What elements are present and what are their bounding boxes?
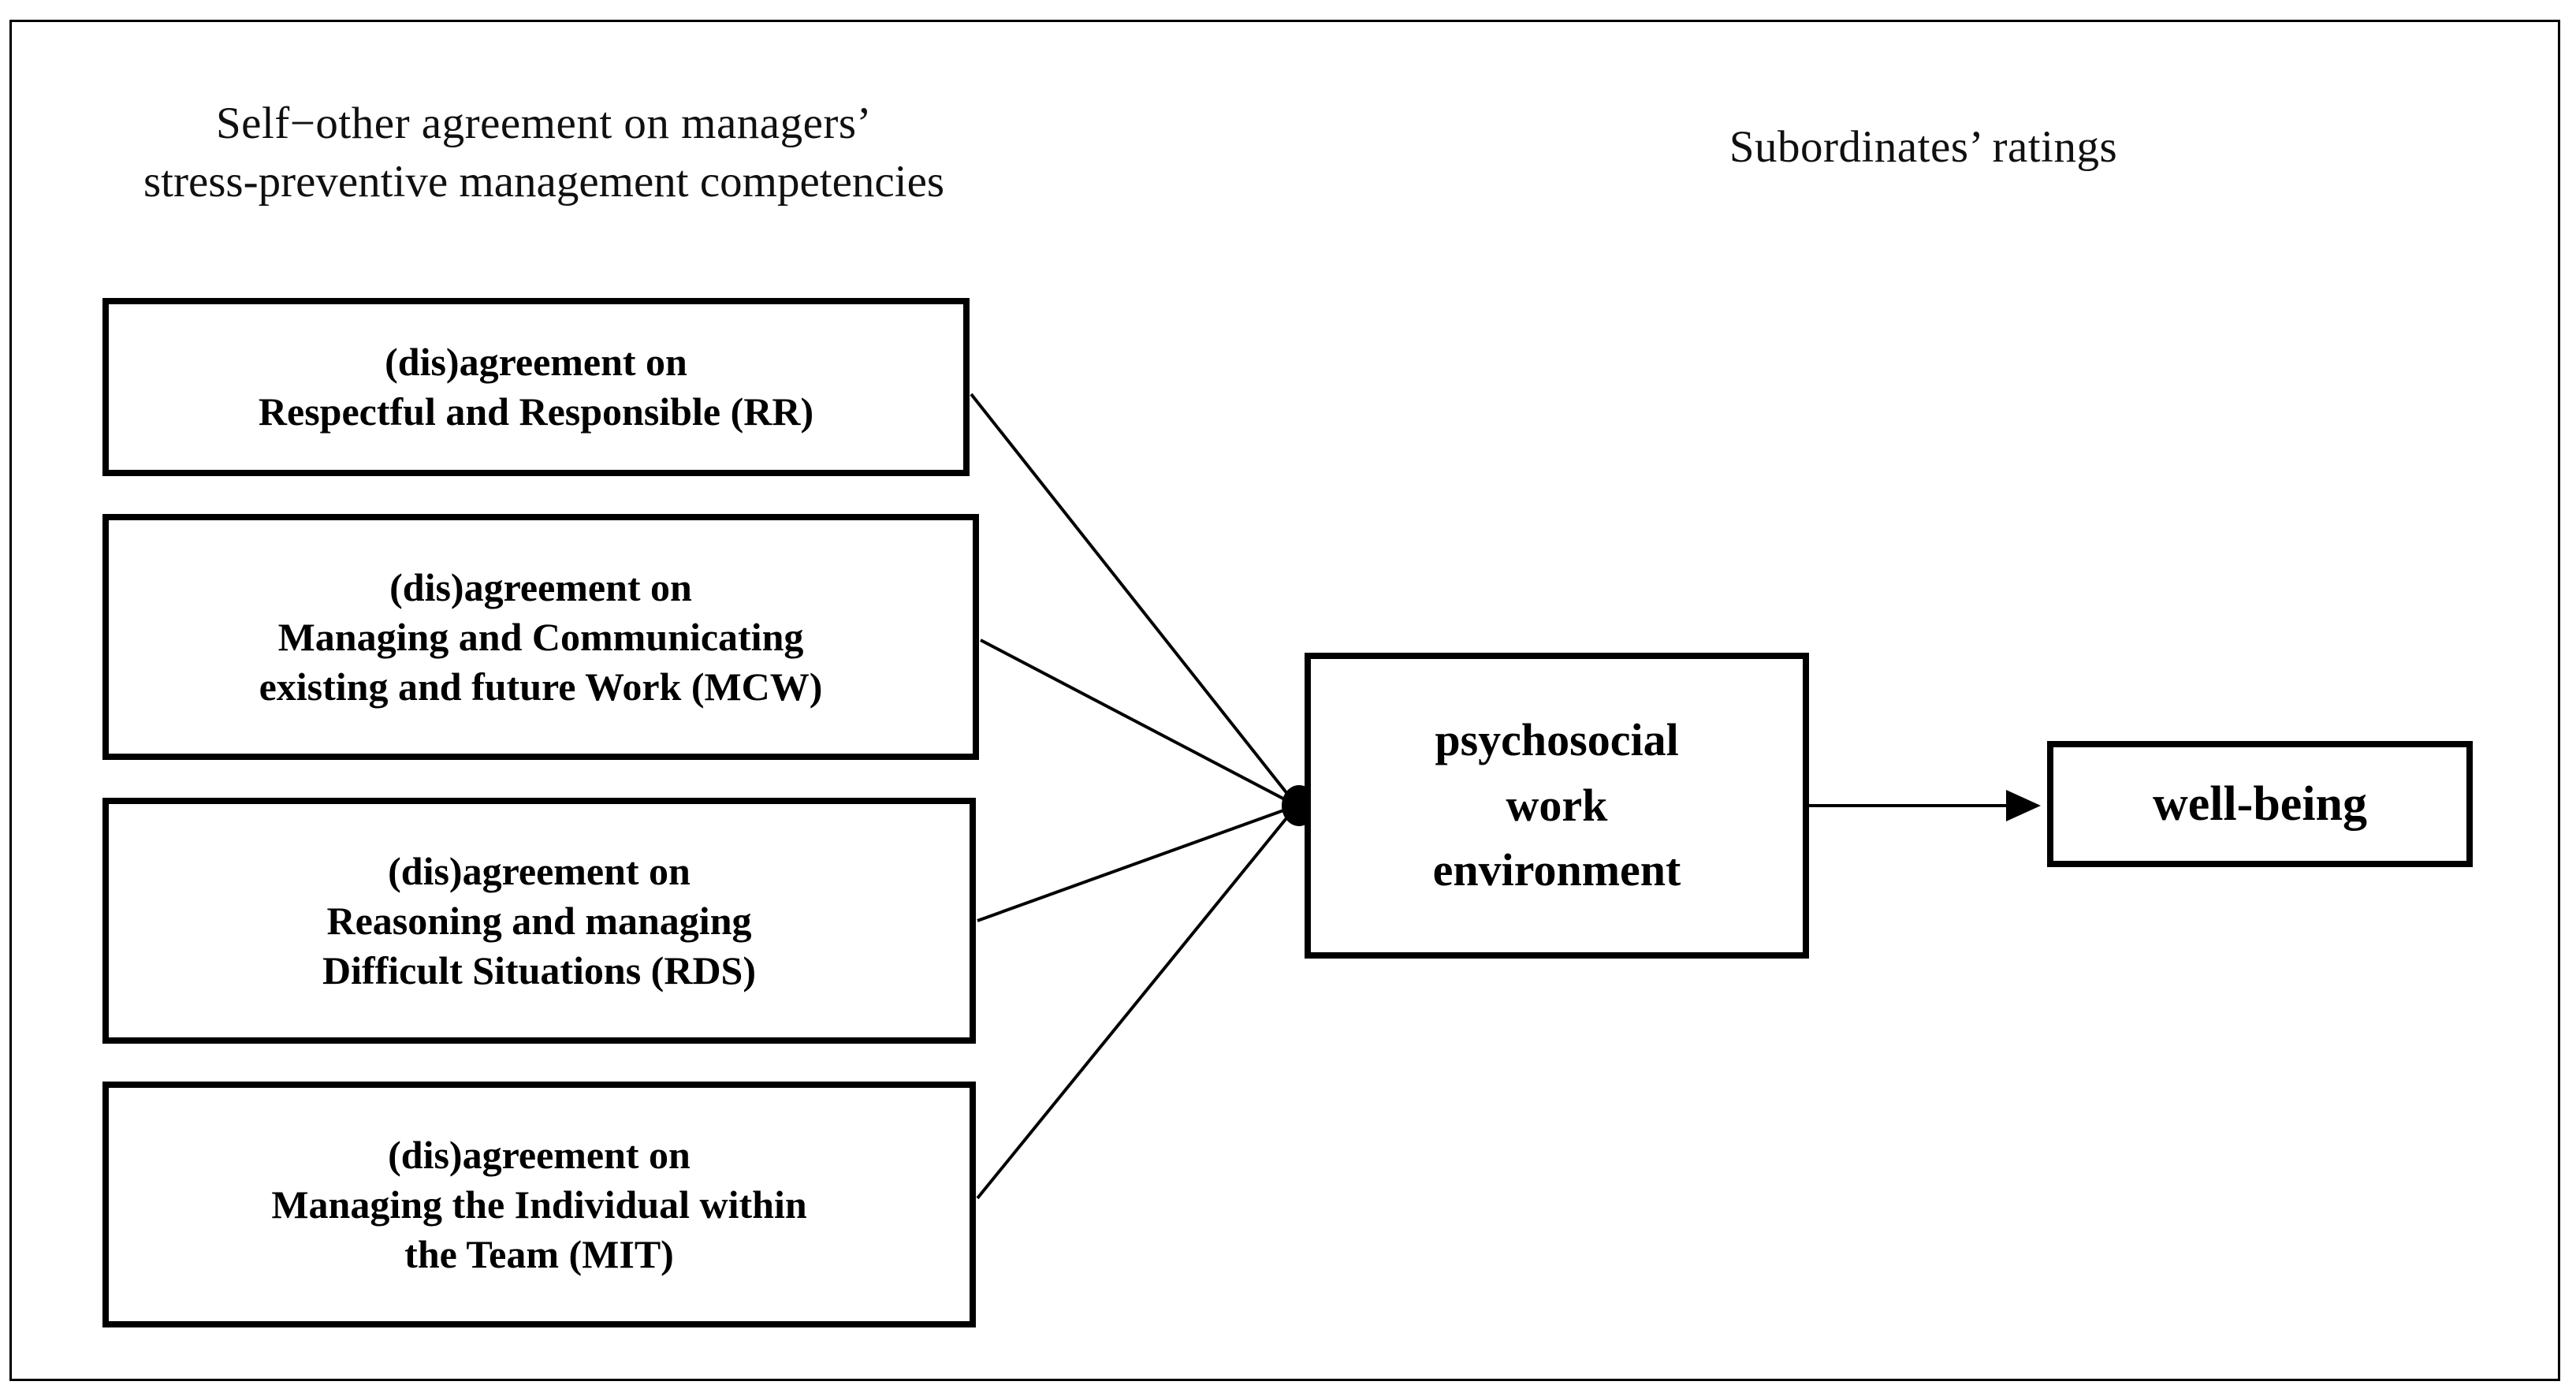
heading-self-other-agreement: Self−other agreement on managers’ stress…: [47, 95, 1040, 211]
node-rr-line2: Respectful and Responsible (RR): [258, 389, 814, 434]
node-mit-line1: (dis)agreement on: [388, 1132, 691, 1177]
heading-left-line2: stress-preventive management competencie…: [143, 157, 945, 207]
node-wb-label: well-being: [2152, 776, 2368, 831]
node-mcw-line1: (dis)agreement on: [389, 564, 692, 609]
node-box-rr[interactable]: (dis)agreement on Respectful and Respons…: [102, 298, 970, 476]
node-pwe-line2: work: [1506, 779, 1608, 831]
node-pwe-line1: psychosocial: [1435, 714, 1679, 766]
node-rds-line3: Difficult Situations (RDS): [322, 948, 757, 992]
heading-left-line1: Self−other agreement on managers’: [215, 99, 873, 148]
node-mcw-line3: existing and future Work (MCW): [259, 664, 823, 709]
node-rr-line1: (dis)agreement on: [385, 340, 687, 384]
node-box-psychosocial-work-environment[interactable]: psychosocial work environment: [1305, 653, 1809, 959]
node-mit-line3: the Team (MIT): [404, 1231, 674, 1276]
node-box-mcw[interactable]: (dis)agreement on Managing and Communica…: [102, 514, 979, 760]
node-rds-line1: (dis)agreement on: [388, 848, 691, 893]
node-box-mit[interactable]: (dis)agreement on Managing the Individua…: [102, 1082, 976, 1327]
node-mit-line2: Managing the Individual within: [271, 1182, 807, 1227]
heading-right-line1: Subordinates’ ratings: [1729, 122, 2118, 172]
node-pwe-line3: environment: [1432, 844, 1681, 896]
node-rds-line2: Reasoning and managing: [326, 898, 752, 943]
node-box-rds[interactable]: (dis)agreement on Reasoning and managing…: [102, 798, 976, 1044]
node-mcw-line2: Managing and Communicating: [277, 614, 804, 659]
heading-subordinates-ratings: Subordinates’ ratings: [1561, 118, 2286, 177]
node-box-well-being[interactable]: well-being: [2047, 741, 2473, 867]
